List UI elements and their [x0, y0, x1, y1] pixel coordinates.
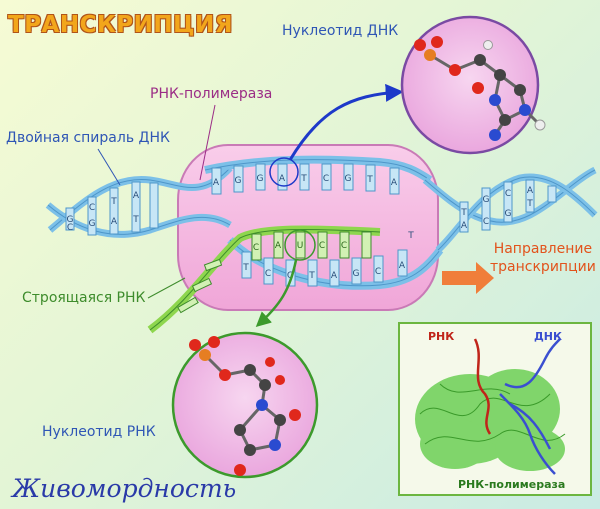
right-base-8: T — [526, 199, 533, 209]
bottom-base-5: A — [331, 271, 338, 281]
bottom-base-7: C — [375, 267, 381, 277]
bottom-dna-strand — [227, 237, 444, 290]
left-base-8: T — [132, 215, 139, 225]
rna-bases — [177, 231, 372, 314]
page-title: ТРАНСКРИПЦИЯ — [8, 12, 233, 38]
dna-nucleotide-circle — [400, 15, 546, 155]
arrow-to-rna-nucleotide — [255, 259, 298, 328]
right-base-pairs — [459, 179, 557, 233]
inset-rna-strand — [473, 338, 492, 435]
growing-rna-label: Строящаяся РНК — [22, 290, 146, 306]
top-base-9: A — [391, 178, 398, 188]
right-base-6: C — [483, 217, 489, 227]
left-base-7: A — [111, 217, 118, 227]
top-base-7: G — [345, 174, 352, 184]
right-base-7: G — [505, 209, 512, 219]
right-base-5: A — [461, 221, 468, 231]
rna-strand — [147, 225, 381, 334]
dna-nucleotide-highlight — [269, 157, 299, 187]
right-dna-helix — [422, 166, 598, 253]
bottom-base-8: A — [399, 261, 406, 271]
inset-polymerase-label: РНК-полимераза — [458, 478, 566, 491]
inset-dna-helix — [499, 338, 561, 475]
left-base-1: G — [67, 215, 74, 225]
growing-rna-pointer — [147, 277, 186, 299]
bottom-bases — [241, 249, 408, 287]
bottom-base-1: T — [242, 263, 249, 273]
rna-base-2: A — [275, 241, 282, 251]
polymerase-structure-image — [415, 338, 566, 475]
right-base-3: C — [505, 189, 511, 199]
rna-base-5: C — [341, 241, 347, 251]
dna-nucleotide-label: Нуклеотид ДНК — [282, 23, 399, 39]
arrow-to-dna-nucleotide — [288, 83, 404, 161]
top-base-1: A — [213, 178, 220, 188]
rna-nucleotide-circle — [171, 331, 319, 479]
direction-arrow — [442, 262, 494, 294]
double-helix-pointer — [97, 148, 121, 186]
top-base-8: T — [366, 175, 373, 185]
rna-base-1: C — [253, 243, 259, 253]
rna-polymerase-label: РНК-полимераза — [150, 86, 273, 102]
rna-nucleotide-highlight — [284, 229, 316, 261]
top-base-5: T — [300, 174, 307, 184]
rna-nucleotide-label: Нуклеотид РНК — [42, 424, 156, 440]
top-base-3: G — [257, 174, 264, 184]
top-base-4: A — [279, 174, 286, 184]
rna-base-4: C — [319, 241, 325, 251]
left-base-4: A — [133, 191, 140, 201]
inset-dna-label: ДНК — [534, 330, 562, 343]
bottom-base-4: T — [308, 271, 315, 281]
top-base-2: G — [235, 176, 242, 186]
watermark: Живомордность — [12, 474, 237, 503]
top-bases — [211, 163, 400, 195]
rna-base-3: U — [297, 241, 304, 251]
bottom-base-6: G — [353, 269, 360, 279]
direction-label-line2: транскрипции — [490, 259, 596, 275]
bottom-base-2: C — [265, 269, 271, 279]
right-base-2: G — [483, 195, 490, 205]
inset-rna-label: РНК — [428, 330, 455, 343]
right-base-4: A — [527, 186, 534, 196]
left-base-6: G — [89, 219, 96, 229]
polymerase-pointer — [199, 104, 216, 181]
direction-label: Направление транскрипции — [490, 240, 596, 276]
left-base-3: T — [110, 197, 117, 207]
bottom-base-3: C — [287, 271, 293, 281]
double-helix-label: Двойная спираль ДНК — [6, 130, 170, 146]
top-dna-strand — [204, 155, 433, 184]
right-base-1: T — [460, 208, 467, 218]
left-base-2: C — [89, 203, 95, 213]
bottom-base-9: T — [407, 231, 414, 241]
direction-label-line1: Направление — [493, 241, 593, 257]
polymerase-structure-inset: РНК ДНК РНК-полимераза — [398, 322, 592, 496]
left-base-pairs — [65, 181, 159, 236]
left-base-5: C — [67, 223, 73, 233]
top-base-6: C — [323, 174, 329, 184]
